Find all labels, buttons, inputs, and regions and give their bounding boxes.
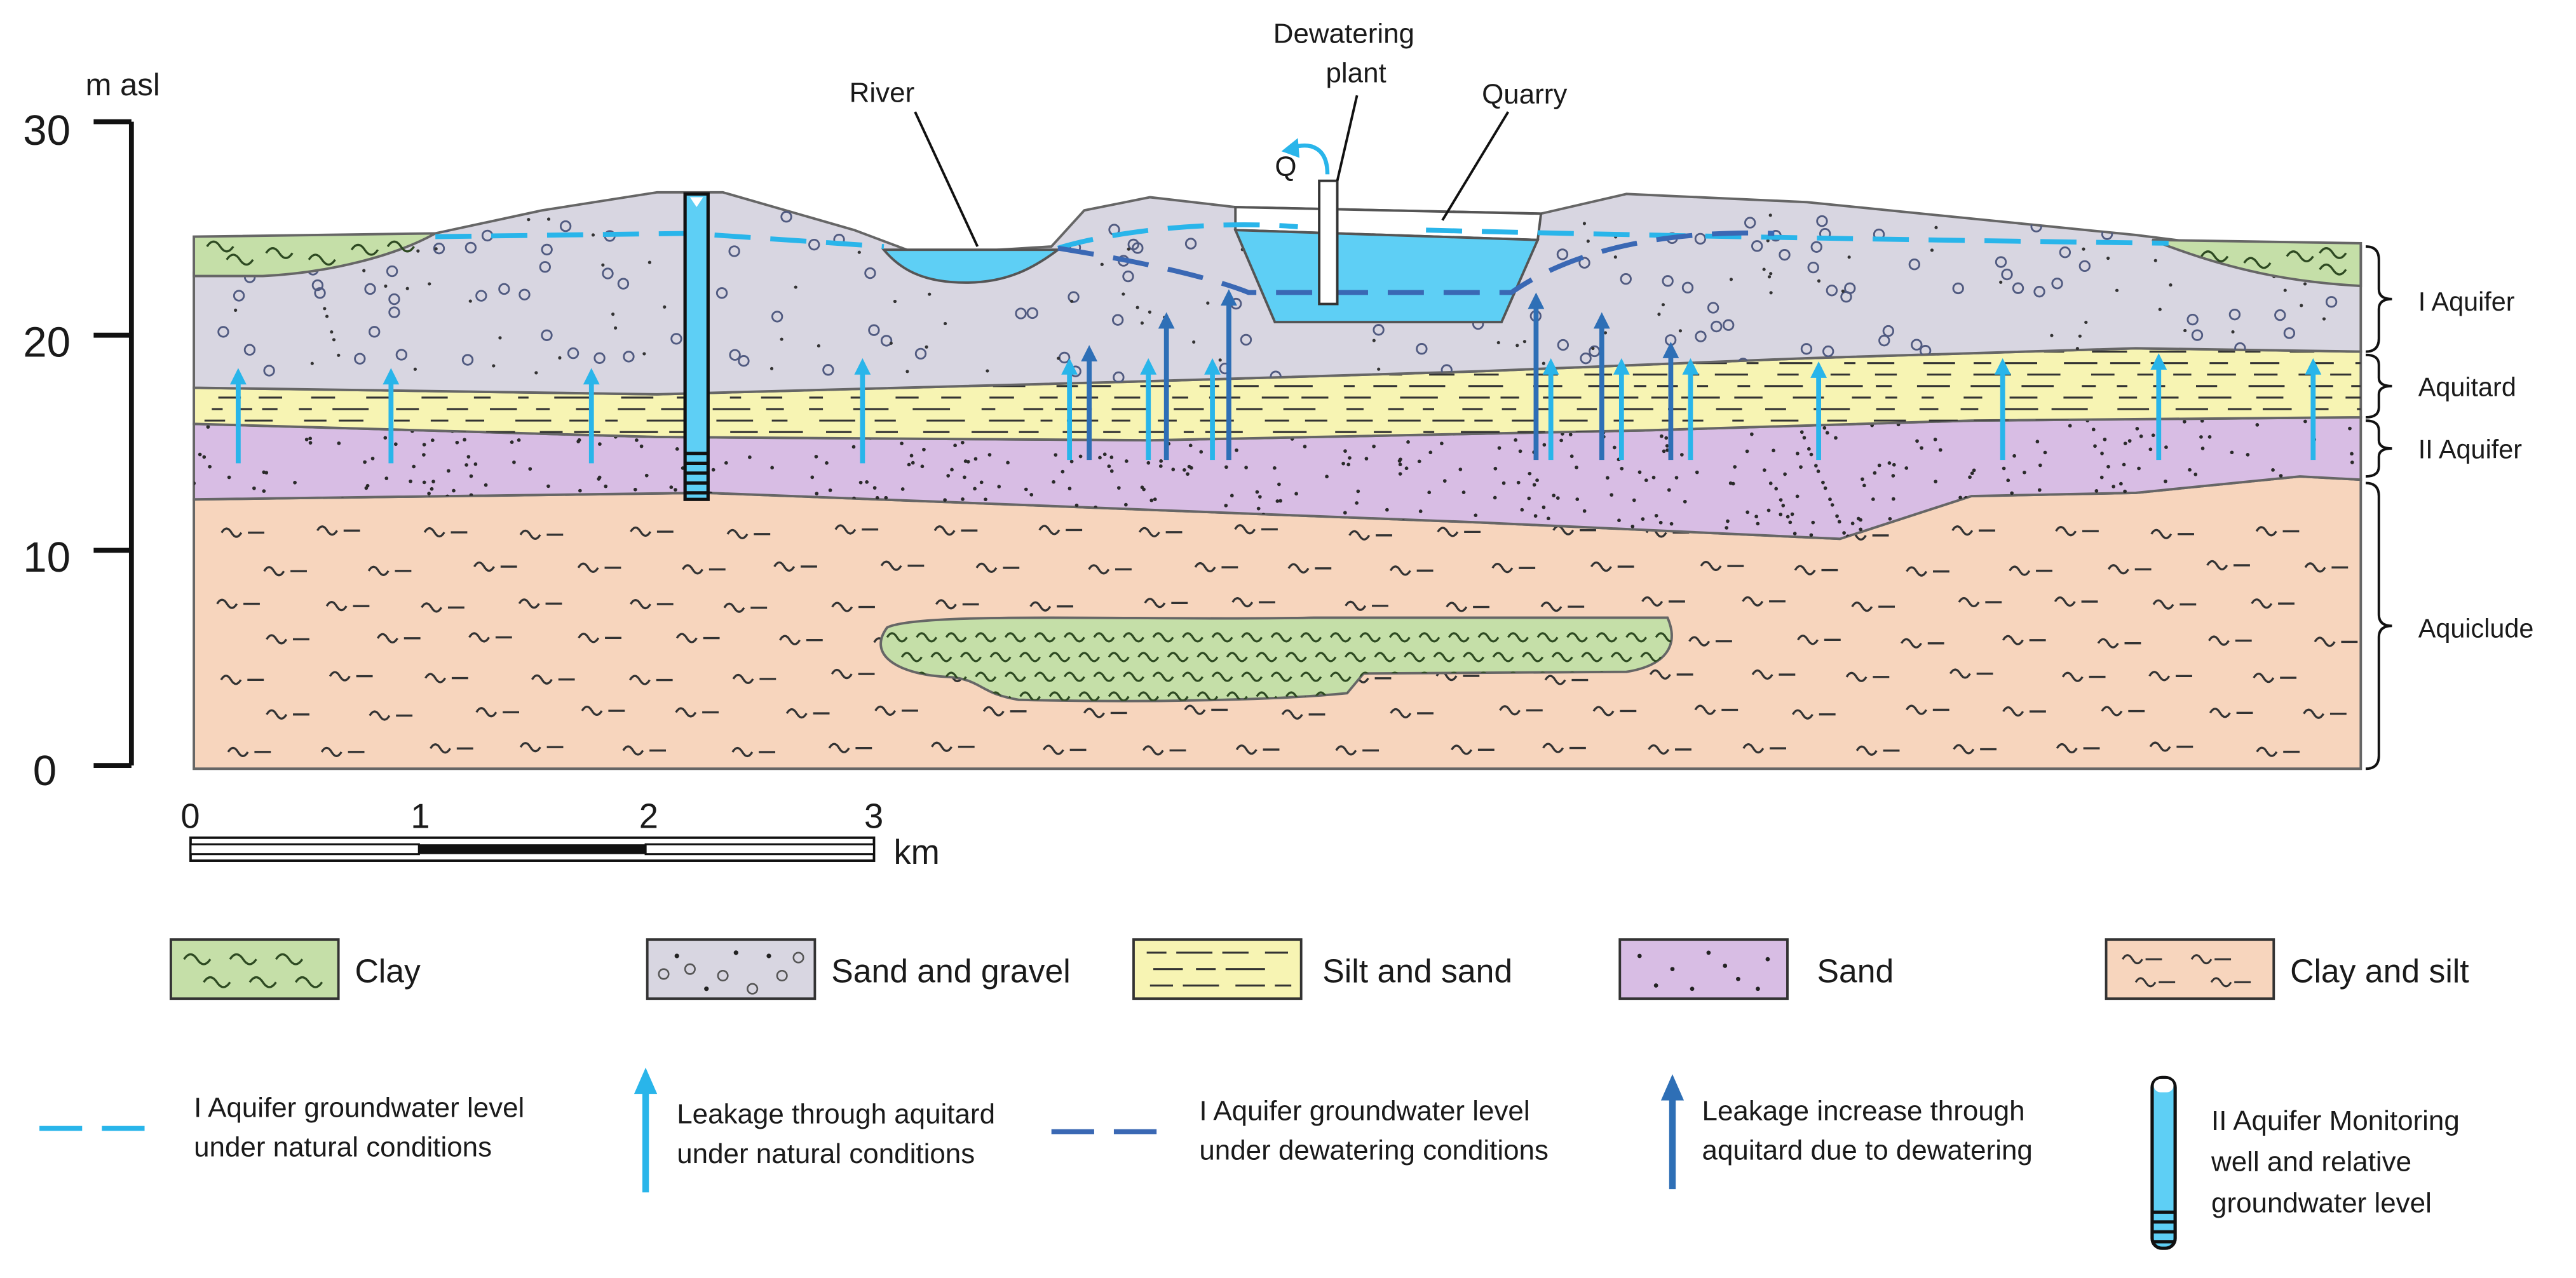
legend-clay-silt-label: Clay and silt — [2290, 952, 2469, 989]
river-label-group: River — [850, 77, 979, 247]
scale-unit: km — [893, 833, 939, 871]
leakage-arrow-head — [1528, 292, 1545, 309]
bracket-label-aquiclude: Aquiclude — [2418, 614, 2534, 643]
axis-tick-0: 0 — [33, 747, 57, 795]
leakage-arrow-head — [1593, 312, 1610, 329]
legend-leakage-natural-line2: under natural conditions — [677, 1138, 975, 1169]
legend-clay: Clay — [169, 938, 421, 1000]
bracket-label-aquitard: Aquitard — [2418, 372, 2516, 401]
leakage-arrow-head — [1220, 289, 1237, 306]
river — [881, 248, 1062, 284]
layer-brackets — [2365, 245, 2392, 770]
axis-tick-20: 20 — [23, 318, 71, 366]
leakage-arrow-head — [1061, 358, 1078, 375]
scale-bar: 0 1 2 3 km — [180, 797, 939, 871]
legend-monitoring-line3: groundwater level — [2211, 1187, 2432, 1218]
leakage-arrow-head — [1140, 358, 1157, 375]
discharge-label: Q — [1275, 151, 1296, 182]
leakage-arrow-head — [1994, 358, 2011, 375]
legend-dewatering-level-line1: I Aquifer groundwater level — [1199, 1096, 1529, 1127]
dewatering-groundwater-level-line — [1057, 230, 1775, 295]
surface-clay-right — [2152, 238, 2362, 288]
leakage-arrow-head — [854, 358, 871, 375]
leakage-arrow-head — [1810, 361, 1827, 378]
leakage-arrow-head — [229, 368, 247, 385]
leakage-arrow-head — [1662, 342, 1679, 358]
scale-tick-1: 1 — [410, 797, 430, 835]
leakage-arrow-head — [1204, 358, 1221, 375]
axis-tick-30: 30 — [23, 107, 71, 154]
legend-dewatering-level: I Aquifer groundwater level under dewate… — [1051, 1096, 1549, 1166]
axis-unit-label: m asl — [85, 68, 159, 102]
quarry-label-group: Quarry — [1441, 79, 1567, 221]
legend-natural-level: I Aquifer groundwater level under natura… — [39, 1092, 524, 1162]
quarry-label: Quarry — [1482, 79, 1567, 110]
dewatering-plant — [1281, 138, 1339, 306]
quarry — [1233, 206, 1543, 323]
legend-sand: Sand — [1618, 938, 1894, 1000]
axis-tick-10: 10 — [23, 534, 71, 581]
legend-leakage-natural: Leakage through aquitard under natural c… — [634, 1067, 995, 1193]
leakage-arrow-head — [1682, 358, 1699, 375]
leakage-arrow-head — [2150, 353, 2167, 370]
legend-silt-sand: Silt and sand — [1132, 938, 1512, 1000]
legend-sand-label: Sand — [1817, 952, 1894, 989]
legend-monitoring-well: II Aquifer Monitoring well and relative … — [2150, 1075, 2460, 1250]
legend-monitoring-line2: well and relative — [2211, 1147, 2411, 1178]
legend-clay-silt: Clay and silt — [2105, 938, 2469, 1000]
dewatering-plant-label-line1: Dewatering — [1273, 18, 1414, 49]
legend-sand-gravel: Sand and gravel — [646, 938, 1071, 1000]
leakage-arrow-head — [1542, 358, 1559, 375]
legend-silt-sand-label: Silt and sand — [1322, 952, 1512, 989]
leakage-arrow-head — [1613, 358, 1630, 375]
scale-tick-2: 2 — [639, 797, 658, 835]
scale-tick-3: 3 — [864, 797, 883, 835]
bracket-label-second-aquifer: II Aquifer — [2418, 435, 2522, 464]
leakage-arrow-head — [1081, 345, 1098, 362]
natural-leakage-arrows — [229, 353, 2322, 464]
legend-dewatering-level-line2: under dewatering conditions — [1199, 1135, 1549, 1166]
leakage-arrow-head — [1158, 312, 1175, 329]
bracket-label-first-aquifer: I Aquifer — [2418, 287, 2515, 316]
depth-axis: m asl 30 20 10 0 — [23, 68, 160, 795]
legend-sand-gravel-label: Sand and gravel — [831, 952, 1070, 989]
leakage-arrow-head — [2305, 358, 2322, 375]
legend-leakage-natural-line1: Leakage through aquitard — [677, 1099, 995, 1130]
legend-monitoring-line1: II Aquifer Monitoring — [2211, 1105, 2460, 1136]
dewatering-plant-label-line2: plant — [1325, 58, 1386, 89]
legend-leakage-increase-line2: aquitard due to dewatering — [1702, 1135, 2033, 1166]
scale-tick-0: 0 — [180, 797, 200, 835]
dewatering-plant-label-group: Dewatering plant — [1273, 18, 1414, 182]
leakage-arrow-head — [383, 368, 400, 385]
legend-leakage-increase: Leakage increase through aquitard due to… — [1660, 1074, 2033, 1190]
dewatering-leakage-arrows — [1081, 289, 1679, 461]
material-legend: Clay Sand and gravel Silt and sand — [169, 938, 2469, 1000]
legend-leakage-increase-line1: Leakage increase through — [1702, 1096, 2025, 1127]
leakage-arrow-head — [583, 368, 600, 385]
river-label: River — [850, 77, 915, 109]
legend-natural-level-line2: under natural conditions — [194, 1131, 492, 1162]
legend-clay-label: Clay — [355, 952, 421, 989]
surface-clay-left — [193, 232, 437, 278]
symbol-legend: I Aquifer groundwater level under natura… — [39, 1067, 2460, 1250]
legend-natural-level-line1: I Aquifer groundwater level — [194, 1092, 524, 1123]
monitoring-well — [683, 192, 710, 501]
